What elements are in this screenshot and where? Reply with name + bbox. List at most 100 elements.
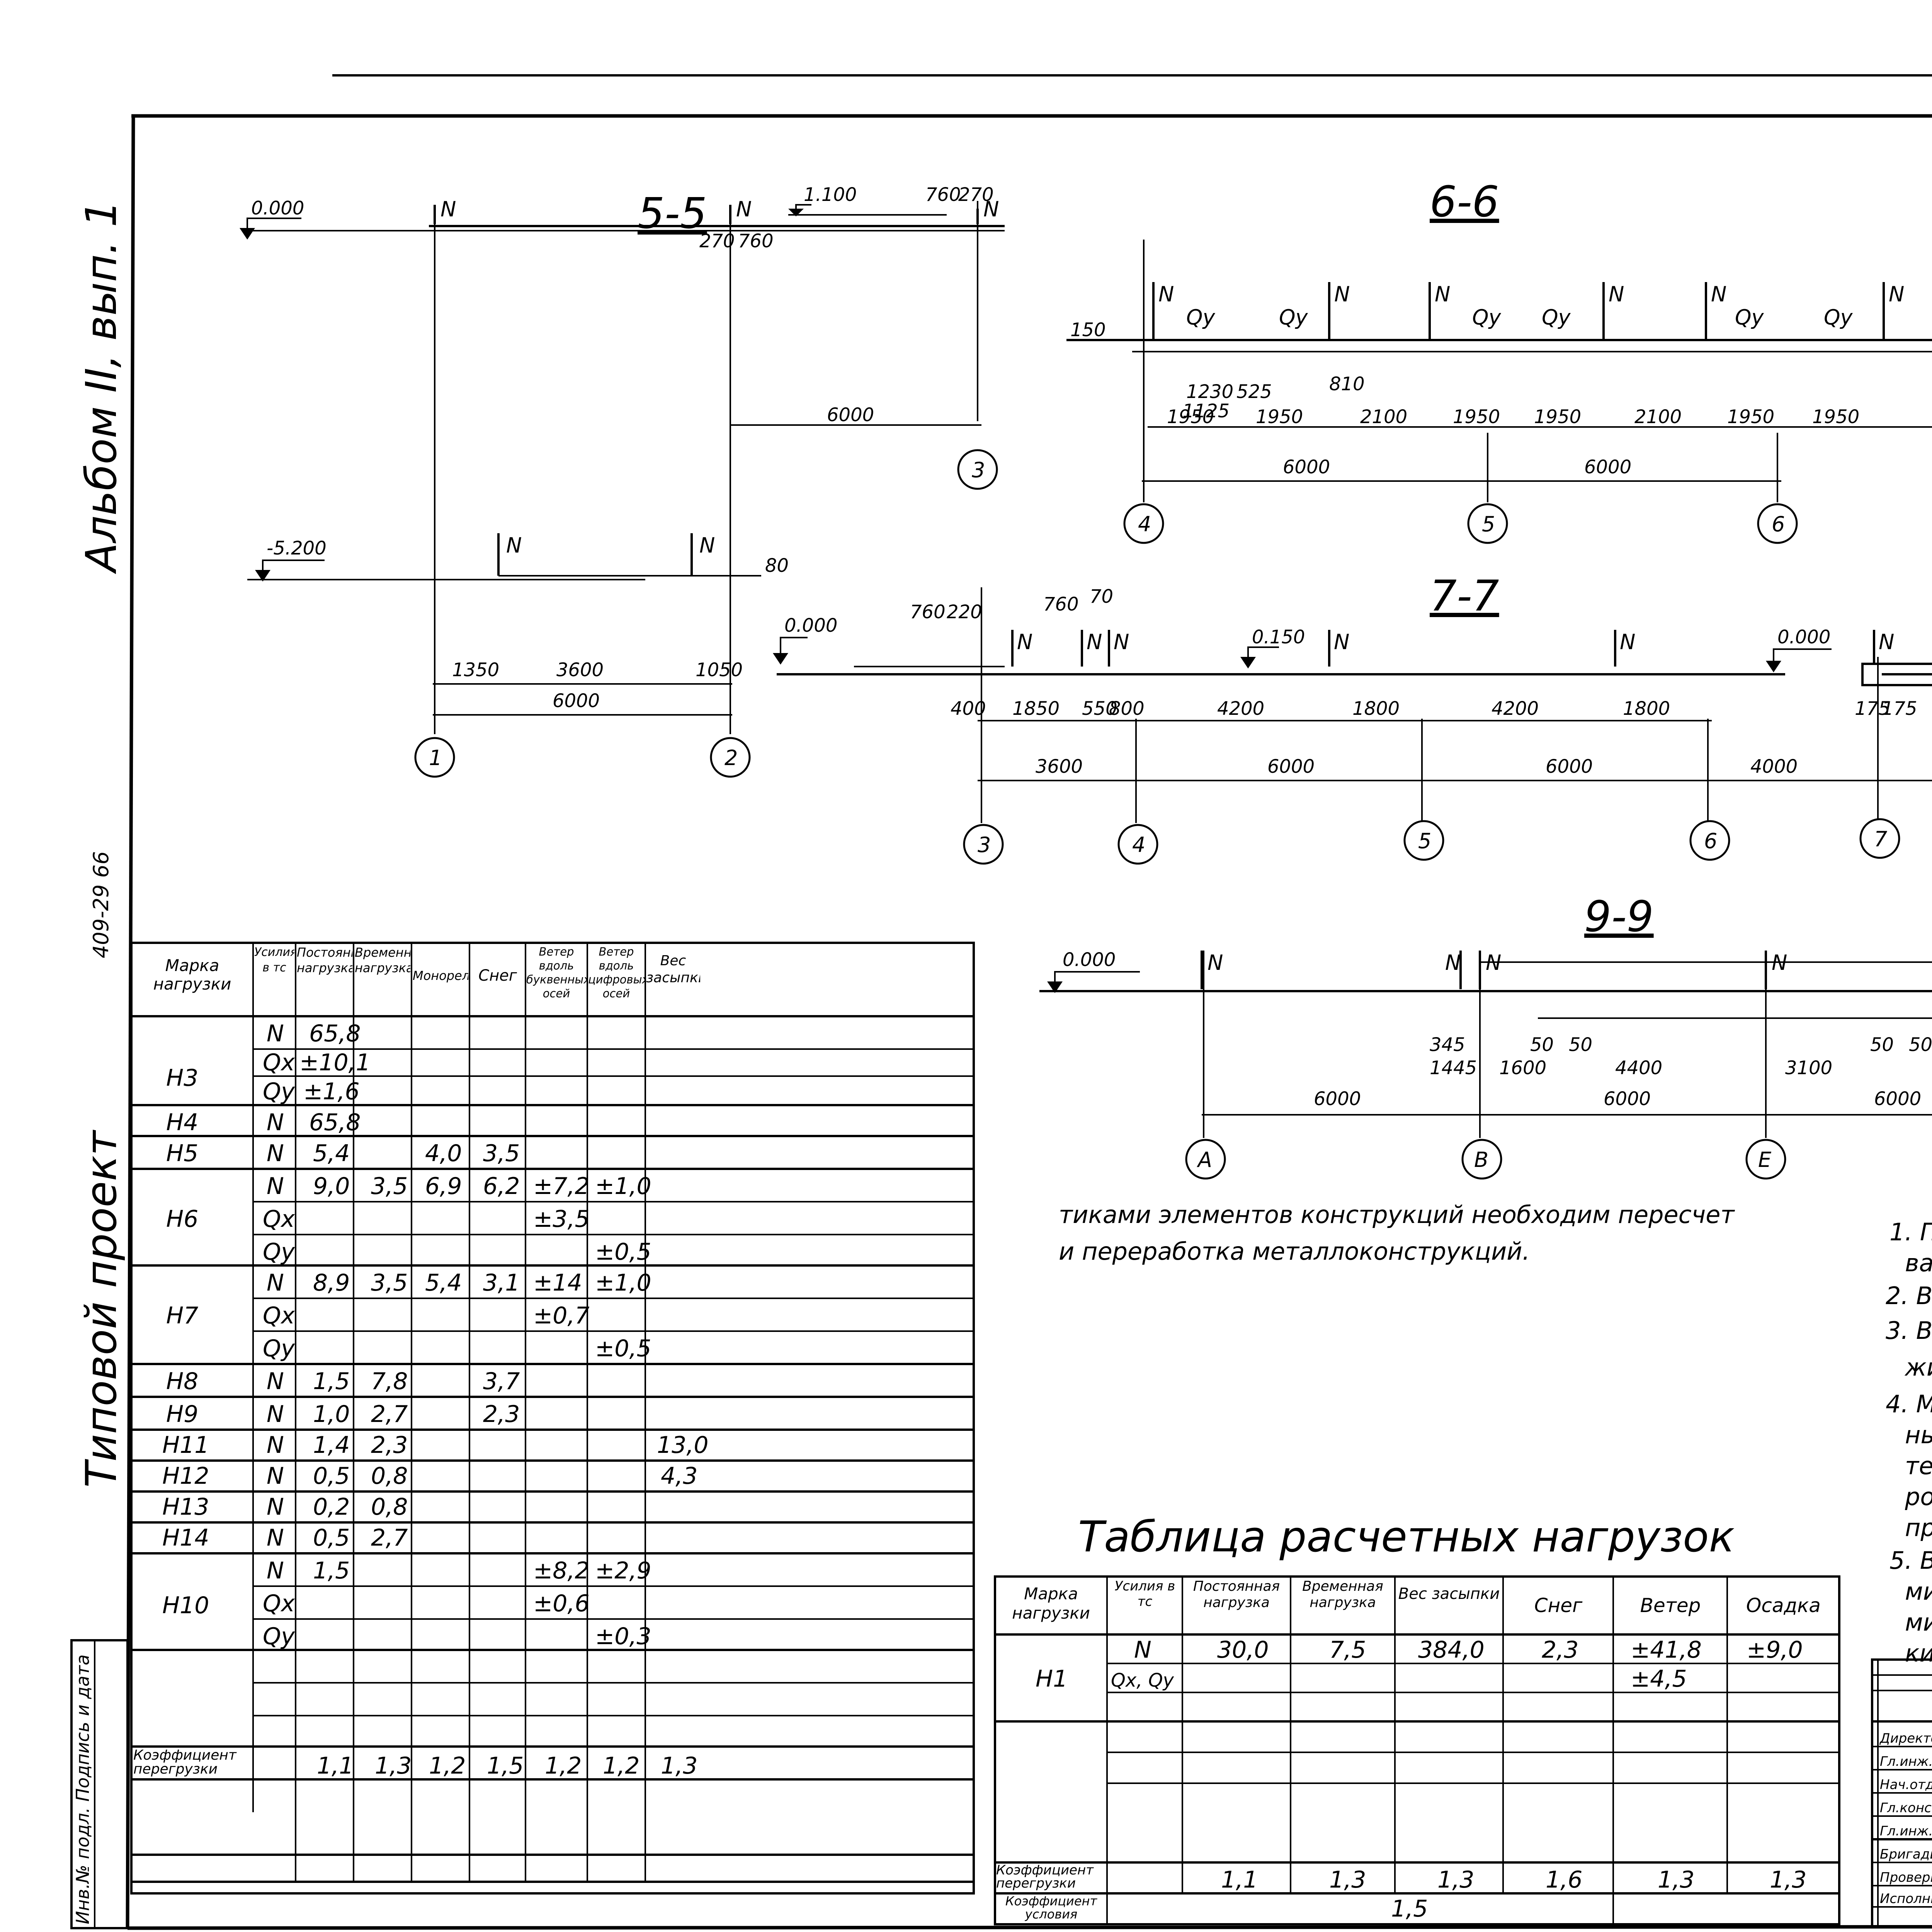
svg-text:Е: Е <box>1758 1148 1772 1172</box>
svg-text:65,8: 65,8 <box>309 1109 361 1136</box>
section-6-6: 6-6 N N N N N N Qy Qy Qy Qy Qy Qy 0.150 … <box>1066 177 1932 544</box>
svg-text:1,3: 1,3 <box>1329 1866 1366 1893</box>
svg-text:3: 3 <box>972 458 985 482</box>
svg-text:270: 270 <box>958 184 994 206</box>
svg-text:±0,3: ±0,3 <box>595 1623 651 1650</box>
svg-text:6000: 6000 <box>1314 1088 1361 1110</box>
svg-text:N: N <box>267 1432 284 1459</box>
svg-text:ми ветровыми, снеговыми, посто: ми ветровыми, снеговыми, постоянными и п… <box>1905 1577 1932 1605</box>
svg-text:1950: 1950 <box>1453 406 1500 428</box>
svg-text:1,5: 1,5 <box>313 1368 350 1395</box>
svg-text:1350: 1350 <box>452 659 499 681</box>
force-markers: N N N N N N Qy Qy Qy Qy Qy Qy <box>1152 282 1904 340</box>
svg-text:Qy: Qy <box>1735 305 1764 330</box>
svg-text:6: 6 <box>1704 829 1717 853</box>
svg-text:Qy: Qy <box>263 1078 295 1105</box>
svg-text:1445: 1445 <box>1430 1057 1477 1079</box>
svg-text:кими размерами и жесткостными: кими размерами и жесткостными характерис… <box>1905 1639 1932 1667</box>
svg-text:1,2: 1,2 <box>603 1752 639 1779</box>
svg-text:1,1: 1,1 <box>1221 1866 1258 1893</box>
svg-text:Н14: Н14 <box>162 1524 209 1551</box>
svg-text:3: 3 <box>978 833 991 857</box>
svg-text:6000: 6000 <box>553 690 600 712</box>
overload-label: Коэффициент перегрузки <box>133 1748 236 1777</box>
svg-text:N: N <box>1620 630 1635 654</box>
svg-text:0,8: 0,8 <box>371 1493 408 1520</box>
section-9-9: 9-9 0.000 0.000 -0.310 N N N N N 345 144… <box>1039 892 1932 1180</box>
table-title: Таблица расчетных нагрузок <box>1078 1512 1735 1561</box>
svg-text:1600: 1600 <box>1499 1057 1546 1079</box>
svg-text:1,4: 1,4 <box>313 1432 350 1459</box>
svg-text:Qx: Qx <box>263 1590 295 1617</box>
svg-text:3,1: 3,1 <box>483 1269 520 1296</box>
svg-text:1950: 1950 <box>1167 406 1214 428</box>
svg-text:1,2: 1,2 <box>429 1752 466 1779</box>
svg-text:2,3: 2,3 <box>371 1432 408 1459</box>
svg-text:ров и характеристик элементов: ров и характеристик элементов конструкци… <box>1905 1483 1932 1511</box>
svg-text:6000: 6000 <box>1283 456 1330 478</box>
svg-text:2,7: 2,7 <box>371 1401 408 1428</box>
design-overload-values: 1,1 1,3 1,3 1,6 1,3 1,3 <box>1221 1866 1806 1893</box>
svg-text:N: N <box>1087 630 1102 654</box>
svg-text:1125: 1125 <box>1182 400 1230 422</box>
svg-text:N: N <box>267 1173 284 1200</box>
svg-text:760: 760 <box>910 601 946 623</box>
svg-text:70: 70 <box>1090 586 1113 607</box>
svg-text:Qy: Qy <box>263 1238 295 1265</box>
svg-text:345: 345 <box>1430 1034 1465 1056</box>
svg-text:2100: 2100 <box>1360 406 1407 428</box>
table-row-mark: Н3 <box>166 1065 198 1092</box>
svg-text:±41,8: ±41,8 <box>1631 1636 1702 1663</box>
section-title: 5-5 <box>638 189 707 238</box>
svg-text:4,3: 4,3 <box>661 1463 697 1490</box>
svg-text:3,5: 3,5 <box>371 1269 408 1296</box>
svg-text:N: N <box>267 1557 284 1584</box>
svg-text:Qy: Qy <box>263 1623 295 1650</box>
svg-text:0.000: 0.000 <box>1063 949 1116 971</box>
svg-text:220: 220 <box>947 601 982 623</box>
svg-text:150: 150 <box>1070 319 1106 341</box>
svg-text:5: 5 <box>1418 829 1431 853</box>
svg-text:N: N <box>267 1401 284 1428</box>
svg-text:1,3: 1,3 <box>1770 1866 1806 1893</box>
svg-text:Н5: Н5 <box>166 1140 198 1167</box>
svg-text:±1,0: ±1,0 <box>595 1173 651 1200</box>
svg-text:Бригадир: Бригадир <box>1880 1847 1932 1862</box>
svg-text:Гл.инж.пр.: Гл.инж.пр. <box>1880 1823 1932 1839</box>
svg-text:7,8: 7,8 <box>371 1368 408 1395</box>
svg-text:0.150: 0.150 <box>1252 626 1305 648</box>
svg-text:N: N <box>267 1463 284 1490</box>
svg-text:6: 6 <box>1772 512 1785 536</box>
svg-text:N: N <box>506 533 522 558</box>
svg-text:7,5: 7,5 <box>1329 1636 1366 1663</box>
svg-text:±0,5: ±0,5 <box>595 1238 651 1265</box>
svg-text:3100: 3100 <box>1785 1057 1832 1079</box>
svg-text:±2,9: ±2,9 <box>595 1557 651 1584</box>
title-block: ТП 409-29 66 КМ Автоматизированный прире… <box>1871 1658 1932 1927</box>
svg-text:4000: 4000 <box>1750 756 1798 777</box>
project-code-label: 409-29 66 <box>89 851 113 958</box>
svg-text:6000: 6000 <box>1267 756 1315 777</box>
svg-text:3,5: 3,5 <box>483 1140 520 1167</box>
svg-text:±0,5: ±0,5 <box>595 1335 651 1362</box>
svg-text:N: N <box>1879 630 1894 654</box>
svg-text:1.100: 1.100 <box>804 184 857 206</box>
table-row-mark: Н1 <box>1036 1665 1068 1692</box>
left-table-rows: Н3 N 65,8 Qx ±10,1 Qy ±1,6 Н4 N 65,8 Н5 … <box>162 1020 709 1650</box>
svg-text:3,7: 3,7 <box>483 1368 520 1395</box>
svg-text:65,8: 65,8 <box>309 1020 361 1047</box>
overload-label: Коэффициент перегрузки <box>996 1864 1094 1891</box>
svg-text:-5.200: -5.200 <box>267 537 327 559</box>
svg-text:N: N <box>1208 951 1223 975</box>
svg-text:приведенных на чертежах.: приведенных на чертежах. <box>1905 1514 1932 1542</box>
svg-text:N: N <box>983 197 999 221</box>
svg-text:N: N <box>1772 951 1787 975</box>
svg-text:50: 50 <box>1530 1034 1554 1056</box>
svg-text:Проверил: Проверил <box>1880 1870 1932 1885</box>
svg-text:5,4: 5,4 <box>313 1140 350 1167</box>
svg-text:жить L 75×5.: жить L 75×5. <box>1904 1353 1932 1381</box>
svg-text:Нач.отд.: Нач.отд. <box>1880 1777 1932 1793</box>
svg-text:4: 4 <box>1138 512 1151 536</box>
svg-text:Н11: Н11 <box>162 1432 209 1459</box>
svg-text:±1,6: ±1,6 <box>303 1078 360 1105</box>
